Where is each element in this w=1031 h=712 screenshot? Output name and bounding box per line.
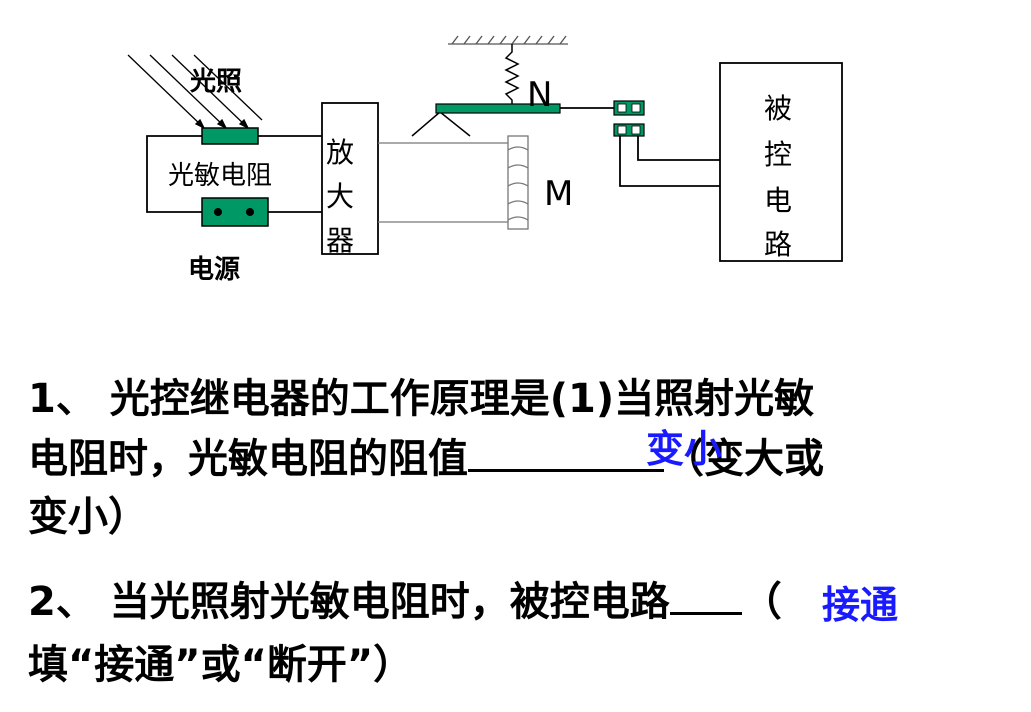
controlled-circuit-label-2: 控 <box>764 138 792 171</box>
light-label: 光照 <box>189 67 242 97</box>
question-1-blank <box>468 435 664 472</box>
photoresistor-label: 光敏电阻 <box>168 161 272 191</box>
light-rays <box>127 54 263 130</box>
question-2-line-1: 2、 当光照射光敏电阻时，被控电路 （ <box>28 575 782 629</box>
pivot <box>411 111 471 137</box>
photoresistor <box>201 127 259 145</box>
controlled-circuit-label-3: 电 <box>764 184 792 217</box>
amplifier-label-3: 器 <box>326 224 354 257</box>
amplifier-label-1: 放 <box>326 136 354 169</box>
question-1-line-2-prefix: 电阻时，光敏电阻的阻值 <box>28 436 468 482</box>
coil-wires <box>378 142 508 223</box>
power-label: 电源 <box>188 255 240 285</box>
ceiling-mount <box>448 35 568 45</box>
question-2-line-1-text: 2、 当光照射光敏电阻时，被控电路 <box>28 579 670 625</box>
question-1-answer: 变小 <box>646 427 723 471</box>
coil-label: M <box>544 174 573 214</box>
armature-label: N <box>527 75 552 115</box>
amplifier-label-2: 大 <box>326 180 354 213</box>
relay-circuit-diagram: 光照 光敏电阻 电源 放 大 器 M <box>127 35 843 285</box>
relay-contacts <box>613 100 645 137</box>
question-1-line-2: 电阻时，光敏电阻的阻值 （变大或 <box>28 432 824 486</box>
power-source <box>201 197 269 227</box>
controlled-circuit-label-4: 路 <box>764 228 792 261</box>
question-2-line-2: 填“接通”或“断开”） <box>28 642 414 688</box>
controlled-circuit-box <box>719 62 843 262</box>
electromagnet-coil <box>507 135 529 230</box>
question-2-line-1-suffix: （ <box>741 579 782 625</box>
controlled-circuit-label-1: 被 <box>764 92 792 125</box>
spring <box>504 44 520 108</box>
sensor-circuit-wires <box>146 135 322 213</box>
question-1-line-1: 1、 光控继电器的工作原理是(1)当照射光敏 <box>28 376 815 422</box>
question-1-line-3: 变小） <box>28 494 148 540</box>
question-2-answer: 接通 <box>822 583 899 627</box>
question-1-line-2-suffix: （变大或 <box>664 436 824 482</box>
question-2-blank <box>669 578 742 615</box>
amplifier-box <box>321 102 379 255</box>
controlled-circuit-wires <box>619 136 720 187</box>
